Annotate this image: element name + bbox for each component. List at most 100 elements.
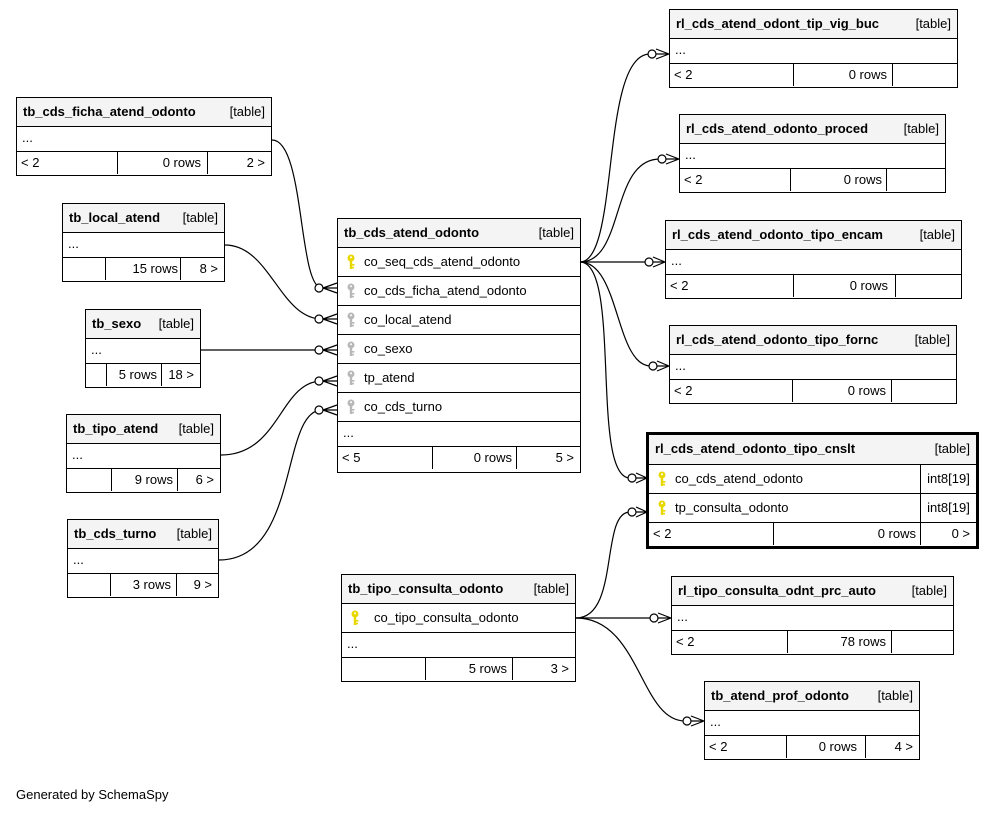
table-name[interactable]: tb_cds_atend_odonto: [344, 225, 480, 240]
column-row[interactable]: co_cds_turno: [338, 393, 580, 422]
parents-count[interactable]: < 5: [342, 450, 361, 465]
column-name: co_local_atend: [364, 312, 452, 327]
children-count[interactable]: 4 >: [894, 739, 913, 754]
row-count: 0 rows: [473, 450, 512, 465]
more-columns: ...: [72, 447, 83, 462]
table-type: [table]: [877, 688, 913, 703]
table-rl-cds-atend-odonto-tipo-cnslt[interactable]: rl_cds_atend_odonto_tipo_cnslt [table] co…: [646, 432, 979, 549]
children-count[interactable]: 3 >: [550, 661, 569, 676]
table-footer: 5 rows 3 >: [342, 658, 575, 680]
row-count: 0 rows: [848, 67, 887, 82]
foreign-key-icon: [347, 399, 355, 414]
table-footer: < 2 78 rows: [672, 631, 953, 653]
table-tb-cds-turno[interactable]: tb_cds_turno[table] ... 3 rows 9 >: [67, 519, 219, 598]
table-name[interactable]: tb_tipo_atend: [73, 421, 159, 436]
table-type: [table]: [178, 421, 214, 436]
more-columns: ...: [685, 147, 696, 162]
edge-proced: [579, 158, 661, 263]
table-type: [table]: [911, 583, 947, 598]
table-rl-cds-atend-odonto-proced[interactable]: rl_cds_atend_odonto_proced [table] ... < …: [679, 114, 946, 193]
table-tb-cds-atend-odonto[interactable]: tb_cds_atend_odonto [table] co_seq_cds_at…: [337, 218, 581, 473]
table-tb-local-atend[interactable]: tb_local_atend[table] ... 15 rows 8 >: [62, 203, 225, 282]
column-row[interactable]: co_seq_cds_atend_odonto: [338, 248, 580, 277]
table-name[interactable]: rl_cds_atend_odonto_tipo_fornc: [676, 332, 879, 347]
table-name[interactable]: rl_tipo_consulta_odnt_prc_auto: [678, 583, 876, 598]
table-tb-tipo-atend[interactable]: tb_tipo_atend [table] ... 9 rows 6 >: [66, 414, 221, 493]
column-row[interactable]: co_sexo: [338, 335, 580, 364]
column-name: tp_atend: [364, 370, 415, 385]
more-columns: ...: [677, 609, 688, 624]
more-columns: ...: [675, 42, 686, 57]
children-count[interactable]: 9 >: [193, 577, 212, 592]
table-rl-tipo-consulta-odnt-prc-auto[interactable]: rl_tipo_consulta_odnt_prc_auto [table] ..…: [671, 576, 954, 655]
column-row[interactable]: co_local_atend: [338, 306, 580, 335]
children-count[interactable]: 2 >: [246, 155, 265, 170]
parents-count[interactable]: < 2: [670, 278, 689, 293]
row-count: 0 rows: [849, 278, 888, 293]
edge-turno: [218, 409, 323, 561]
primary-key-icon: [347, 254, 355, 269]
table-type: [table]: [182, 210, 218, 225]
column-row[interactable]: tp_consulta_odonto int8[19]: [649, 494, 976, 523]
table-type: [table]: [538, 225, 574, 240]
children-count[interactable]: 0 >: [951, 526, 970, 541]
table-footer: 5 rows 18 >: [86, 364, 200, 386]
table-rl-cds-atend-odonto-tipo-fornc[interactable]: rl_cds_atend_odonto_tipo_fornc[table] ..…: [669, 325, 957, 404]
table-name[interactable]: tb_tipo_consulta_odonto: [348, 581, 504, 596]
table-rl-cds-atend-odont-tip-vig-buc[interactable]: rl_cds_atend_odont_tip_vig_buc[table] ..…: [669, 9, 958, 88]
row-count: 0 rows: [843, 172, 882, 187]
column-row[interactable]: co_cds_atend_odonto int8[19]: [649, 465, 976, 494]
parents-count[interactable]: < 2: [709, 739, 728, 754]
primary-key-icon: [658, 500, 666, 515]
table-footer: < 2 0 rows 4 >: [705, 736, 919, 758]
row-count: 9 rows: [134, 472, 173, 487]
children-count[interactable]: 5 >: [555, 450, 574, 465]
parents-count[interactable]: < 2: [21, 155, 40, 170]
column-row[interactable]: co_cds_ficha_atend_odonto: [338, 277, 580, 306]
table-name[interactable]: tb_cds_turno: [74, 526, 157, 541]
table-type: [table]: [934, 441, 970, 456]
edge-tipo-cnslt-atend: [579, 261, 631, 479]
column-row[interactable]: tp_atend: [338, 364, 580, 393]
more-columns: ...: [91, 342, 102, 357]
table-type: [table]: [533, 581, 569, 596]
children-count[interactable]: 6 >: [195, 472, 214, 487]
parents-count[interactable]: < 2: [653, 526, 672, 541]
parents-count[interactable]: < 2: [676, 634, 695, 649]
table-name[interactable]: tb_local_atend: [69, 210, 161, 225]
table-tb-atend-prof-odonto[interactable]: tb_atend_prof_odonto [table] ... < 2 0 ro…: [704, 681, 920, 760]
column-name: co_cds_turno: [364, 399, 443, 414]
table-name[interactable]: tb_sexo: [92, 316, 142, 331]
column-name: co_cds_atend_odonto: [675, 471, 803, 486]
table-name[interactable]: rl_cds_atend_odonto_tipo_encam: [672, 227, 883, 242]
table-tb-sexo[interactable]: tb_sexo[table] ... 5 rows 18 >: [85, 309, 201, 388]
table-tb-cds-ficha-atend-odonto[interactable]: tb_cds_ficha_atend_odonto[table] ... < 2…: [16, 97, 272, 176]
more-columns: ...: [671, 253, 682, 268]
table-name[interactable]: rl_cds_atend_odont_tip_vig_buc: [676, 16, 879, 31]
table-type: [table]: [914, 332, 950, 347]
table-type: [table]: [903, 121, 939, 136]
table-name[interactable]: rl_cds_atend_odonto_proced: [686, 121, 869, 136]
primary-key-icon: [351, 610, 359, 625]
more-columns: ...: [73, 552, 84, 567]
children-count[interactable]: 8 >: [199, 261, 218, 276]
edge-tipo-fornc: [579, 261, 652, 367]
edge-tip-vig-buc: [579, 53, 651, 263]
parents-count[interactable]: < 2: [674, 383, 693, 398]
table-footer: 15 rows 8 >: [63, 258, 224, 280]
parents-count[interactable]: < 2: [684, 172, 703, 187]
more-columns: ...: [710, 714, 721, 729]
parents-count[interactable]: < 2: [674, 67, 693, 82]
table-tb-tipo-consulta-odonto[interactable]: tb_tipo_consulta_odonto [table] co_tipo_c…: [341, 574, 576, 682]
edge-prof-odonto: [575, 617, 686, 722]
table-name[interactable]: tb_atend_prof_odonto: [711, 688, 849, 703]
row-count: 78 rows: [840, 634, 886, 649]
table-footer: < 2 0 rows 2 >: [17, 152, 271, 174]
table-rl-cds-atend-odonto-tipo-encam[interactable]: rl_cds_atend_odonto_tipo_encam[table] ..…: [665, 220, 962, 299]
table-name[interactable]: rl_cds_atend_odonto_tipo_cnslt: [655, 441, 856, 456]
table-name[interactable]: tb_cds_ficha_atend_odonto: [23, 104, 196, 119]
more-columns: ...: [347, 636, 358, 651]
children-count[interactable]: 18 >: [168, 367, 194, 382]
column-row[interactable]: co_tipo_consulta_odonto: [342, 604, 575, 633]
